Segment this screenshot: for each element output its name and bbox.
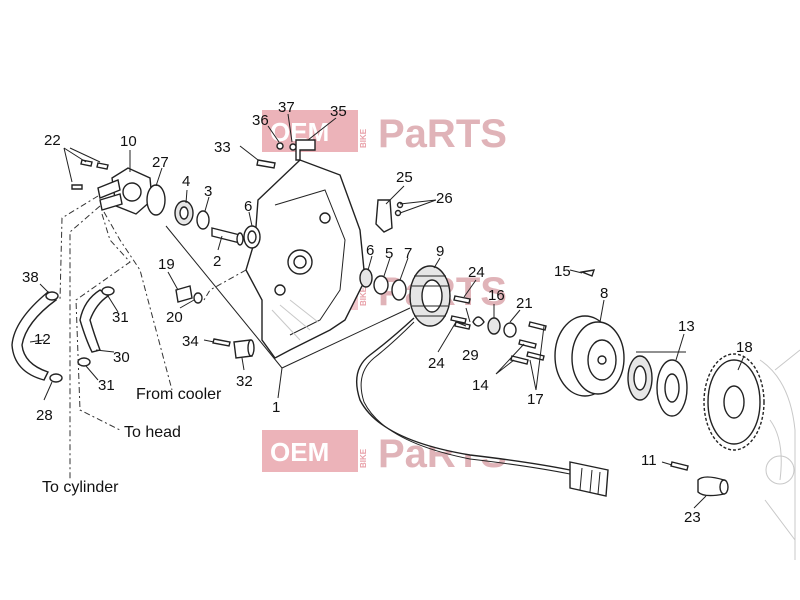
callout-11: 11 xyxy=(641,452,657,469)
callout-35: 35 xyxy=(330,103,347,120)
screws-22 xyxy=(71,159,109,190)
hose-12 xyxy=(11,291,58,381)
bolts-24-lower xyxy=(450,315,471,330)
callout-5: 5 xyxy=(385,245,393,262)
engine-cover xyxy=(245,159,366,359)
callout-1: 1 xyxy=(272,399,280,416)
bracket-35 xyxy=(295,139,316,161)
caption-to-head: To head xyxy=(124,424,181,441)
clamp-28 xyxy=(49,373,63,383)
cap-23 xyxy=(697,476,729,497)
callout-19: 19 xyxy=(158,256,175,273)
callout-20: 20 xyxy=(166,309,183,326)
watermark-bottom-left-text: OEM xyxy=(270,437,329,467)
callout-4: 4 xyxy=(182,173,190,190)
watermark-top: OEM BIKE PaRTS xyxy=(262,110,507,156)
callout-2: 2 xyxy=(213,253,221,270)
callout-6-right: 6 xyxy=(366,242,374,259)
callout-32: 32 xyxy=(236,373,253,390)
callout-27: 27 xyxy=(152,154,169,171)
routing-captions: From cooler To head To cylinder xyxy=(42,386,222,496)
callout-10: 10 xyxy=(120,133,137,150)
engine-outline xyxy=(759,349,800,560)
callout-3: 3 xyxy=(204,183,212,200)
hose-30 xyxy=(79,289,110,353)
o-ring-7 xyxy=(391,279,407,301)
bearing-6-left xyxy=(243,225,261,249)
callout-37: 37 xyxy=(278,99,295,116)
clamp-31-lower xyxy=(77,357,91,367)
callout-28: 28 xyxy=(36,407,53,424)
caption-from-cooler: From cooler xyxy=(136,386,222,403)
plug-19 xyxy=(175,285,193,303)
callout-36: 36 xyxy=(252,112,269,129)
callout-15: 15 xyxy=(554,263,571,280)
washer-21 xyxy=(503,322,517,338)
seal-3 xyxy=(196,210,210,230)
callout-16: 16 xyxy=(488,287,505,304)
bolt-34 xyxy=(212,338,231,347)
callout-24-upper: 24 xyxy=(468,264,485,281)
flywheel-8 xyxy=(554,315,625,397)
callout-22: 22 xyxy=(44,132,61,149)
callout-17: 17 xyxy=(527,391,544,408)
caption-to-cylinder: To cylinder xyxy=(42,479,119,496)
callout-13: 13 xyxy=(678,318,695,335)
watermark-top-right-text: PaRTS xyxy=(378,112,507,156)
callout-18: 18 xyxy=(736,339,753,356)
callout-21: 21 xyxy=(516,295,533,312)
washer-37 xyxy=(289,143,297,151)
bearing-6-right xyxy=(359,268,373,288)
callout-31-upper: 31 xyxy=(112,309,129,326)
callout-8: 8 xyxy=(600,285,608,302)
bolt-24-upper xyxy=(453,295,471,304)
watermark-bottom-vertical-text: BIKE xyxy=(359,448,368,468)
callout-33: 33 xyxy=(214,139,231,156)
clip-29 xyxy=(472,316,485,327)
callout-26: 26 xyxy=(436,190,453,207)
watermark-top-vertical-text: BIKE xyxy=(359,128,368,148)
shaft-2 xyxy=(211,227,244,246)
callout-25: 25 xyxy=(396,169,413,186)
callout-12: 12 xyxy=(34,331,51,348)
o-ring-27 xyxy=(146,184,166,216)
callout-14: 14 xyxy=(472,377,489,394)
nut-36 xyxy=(276,142,284,150)
callout-34: 34 xyxy=(182,333,199,350)
callout-31-lower: 31 xyxy=(98,377,115,394)
callout-24-lower: 24 xyxy=(428,355,445,372)
callout-30: 30 xyxy=(113,349,130,366)
seal-5 xyxy=(373,275,389,295)
clamp-31-upper xyxy=(101,286,115,296)
freewheel-13 xyxy=(627,355,688,417)
callout-9: 9 xyxy=(436,243,444,260)
watermark-middle-vertical-text: BIKE xyxy=(359,286,368,306)
washer-20 xyxy=(193,292,203,304)
callout-6-left: 6 xyxy=(244,198,252,215)
routing-lines xyxy=(59,195,247,480)
clamp-38 xyxy=(45,291,59,301)
stator-9 xyxy=(409,265,451,327)
bolt-33 xyxy=(256,159,276,169)
gear-18 xyxy=(703,353,765,451)
bolt-16 xyxy=(487,317,501,335)
bolt-11 xyxy=(670,461,689,471)
key-15 xyxy=(579,269,596,277)
impeller-4 xyxy=(174,200,194,226)
callout-23: 23 xyxy=(684,509,701,526)
callout-7: 7 xyxy=(404,245,412,262)
leader-lines xyxy=(29,113,745,509)
screws-26 xyxy=(394,201,404,217)
bracket-25 xyxy=(375,199,393,233)
sensor-32 xyxy=(233,339,255,359)
callout-labels: 22 10 27 4 3 2 6 33 36 37 35 25 26 6 5 7… xyxy=(22,99,753,526)
callout-29: 29 xyxy=(462,347,479,364)
water-pump-cover xyxy=(97,167,153,215)
wiring-harness xyxy=(356,317,609,497)
callout-38: 38 xyxy=(22,269,39,286)
